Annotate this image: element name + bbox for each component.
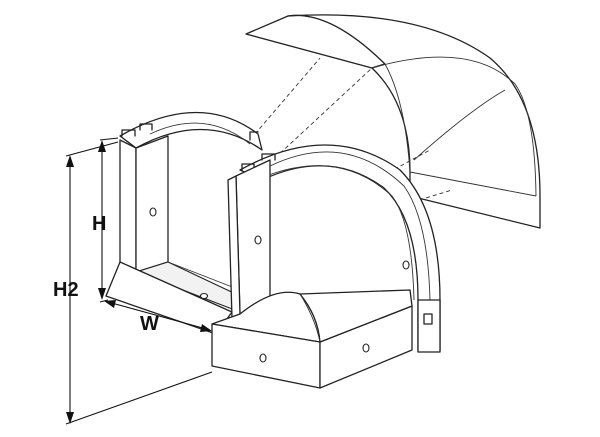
- channel-floor-line: [167, 261, 241, 291]
- w-label: W: [140, 313, 159, 335]
- w-dimension-line: [107, 301, 211, 331]
- left-channel-side: [135, 135, 169, 273]
- w-arrow-left: [104, 300, 116, 308]
- left-channel-back-wall: [119, 139, 137, 271]
- front-channel-plate: [235, 159, 271, 315]
- h2-extension-bottom: [65, 371, 213, 425]
- rear-wall-inner: [149, 122, 251, 145]
- h2-arrow-bottom: [66, 412, 74, 424]
- cover-arch: [287, 14, 541, 229]
- h2-arrow-top: [66, 155, 74, 167]
- slot-notch: [249, 131, 259, 141]
- mounting-hole: [362, 343, 370, 353]
- bend-base-top-right: [299, 289, 413, 343]
- cover-assembly: [245, 14, 541, 229]
- cover-arc-line: [413, 89, 506, 161]
- h-arrow-bottom: [98, 288, 106, 300]
- mounting-hole: [254, 235, 262, 245]
- cover-seam: [384, 63, 411, 173]
- front-wall-inner-1: [269, 151, 431, 348]
- mounting-hole: [402, 260, 410, 270]
- cover-inner-edge: [371, 56, 537, 197]
- slot-notch: [121, 129, 136, 137]
- dimension-h2: H2: [53, 141, 213, 425]
- rear-side-wall: [119, 111, 263, 151]
- mounting-hole: [259, 353, 267, 363]
- slot-notch: [261, 153, 276, 161]
- guide-line: [274, 67, 373, 159]
- cover-bottom-edge: [409, 171, 537, 197]
- h2-label: H2: [53, 279, 79, 301]
- dimension-h: H: [92, 137, 119, 303]
- h-label: H: [92, 213, 106, 235]
- slot-notch: [139, 123, 153, 131]
- guide-line: [254, 57, 321, 135]
- tab-slot: [423, 313, 433, 325]
- w-arrow-right: [200, 324, 212, 332]
- right-leg-tab: [417, 299, 441, 353]
- tray-body: [105, 111, 441, 389]
- bend-base-crease: [299, 293, 321, 343]
- front-wall-inner-2: [265, 165, 415, 301]
- h-extension-top: [99, 137, 119, 141]
- mounting-hole: [199, 292, 209, 300]
- h2-extension-top: [65, 141, 119, 157]
- mounting-hole: [149, 207, 157, 217]
- dimension-w: W: [104, 300, 212, 335]
